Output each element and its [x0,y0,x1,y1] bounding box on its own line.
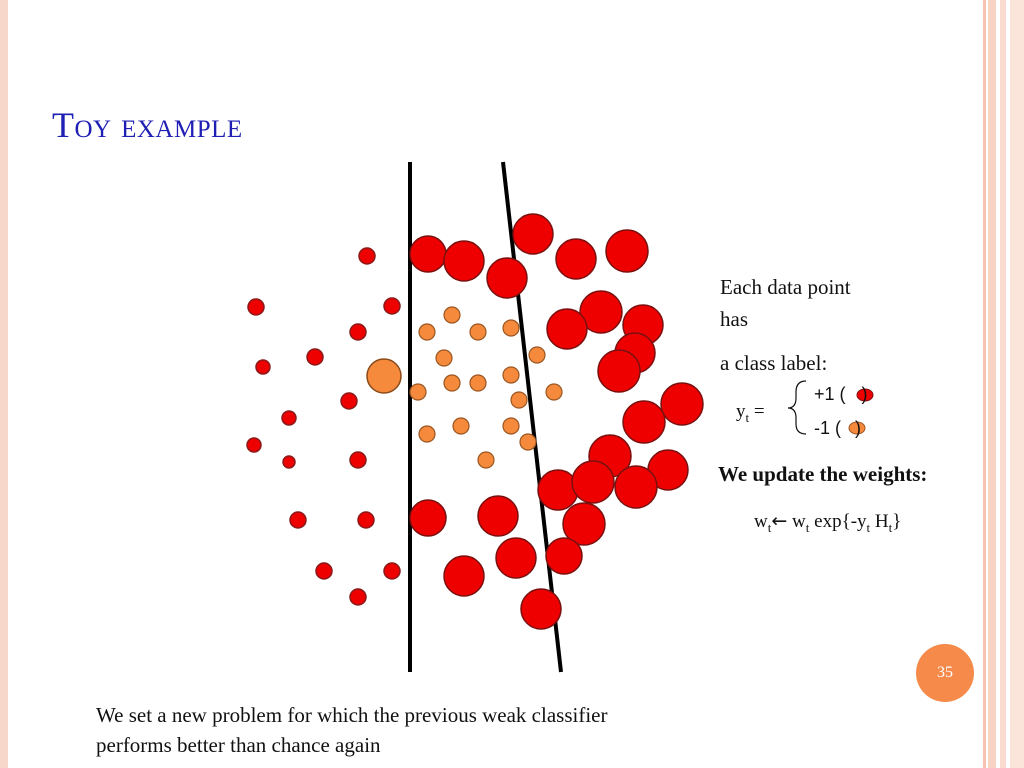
positive-label: +1 () [814,384,868,404]
data-point [435,349,453,367]
data-point [579,290,623,334]
caption-line-1: We set a new problem for which the previ… [96,703,608,727]
data-point [469,374,487,392]
data-point [282,455,296,469]
weight-update-formula: wt← wt exp{-yt Ht} [754,510,902,535]
data-point [349,323,367,341]
data-point [409,235,447,273]
data-point [383,297,401,315]
large-positive-points [409,213,704,630]
data-point [622,400,666,444]
data-point [502,319,520,337]
data-point [486,257,528,299]
brace-symbol [787,380,807,435]
data-point [519,433,537,451]
data-point [246,437,262,453]
yt-equals: yt = [736,401,765,425]
data-point [358,247,376,265]
data-point [469,323,487,341]
update-heading: We update the weights: [718,462,928,486]
data-point [528,346,546,364]
data-point [443,306,461,324]
data-point [537,469,579,511]
small-negative-points [409,306,563,469]
data-point [555,238,597,280]
slide-title: Toy example [52,105,243,145]
caption-line-2: performs better than chance again [96,733,381,757]
data-point [510,391,528,409]
negative-label: -1 () [814,418,861,438]
data-point [281,410,297,426]
data-point [546,308,588,350]
data-point [409,499,447,537]
positive-legend-marker [856,388,874,402]
data-point [443,240,485,282]
data-point [571,460,615,504]
data-point [409,383,427,401]
data-point [315,562,333,580]
data-point [520,588,562,630]
data-point [349,588,367,606]
data-point [660,382,704,426]
data-point [502,417,520,435]
data-point [545,537,583,575]
data-point [443,374,461,392]
data-point [306,348,324,366]
data-point [418,323,436,341]
negative-legend-marker [848,421,866,435]
data-point [357,511,375,529]
data-point [247,298,265,316]
data-point [495,537,537,579]
data-point [443,555,485,597]
data-point [452,417,470,435]
left-frame-stripe [0,0,8,768]
data-point [289,511,307,529]
large-negative-point [366,358,402,394]
slide-number-badge: 35 [916,644,974,702]
data-point [502,366,520,384]
data-point [340,392,358,410]
legend-line-1: Each data point [720,275,851,299]
data-point [605,229,649,273]
data-point [512,213,554,255]
data-point [562,502,606,546]
data-point [255,359,271,375]
legend-line-2: has [720,307,748,331]
legend-line-3: a class label: [720,351,828,375]
data-point [614,465,658,509]
data-point [545,383,563,401]
small-positive-points [246,247,401,606]
data-point [477,495,519,537]
data-point [418,425,436,443]
data-point [477,451,495,469]
data-point [349,451,367,469]
data-point [597,349,641,393]
data-point [383,562,401,580]
weak-classifier-line-2 [501,161,563,673]
